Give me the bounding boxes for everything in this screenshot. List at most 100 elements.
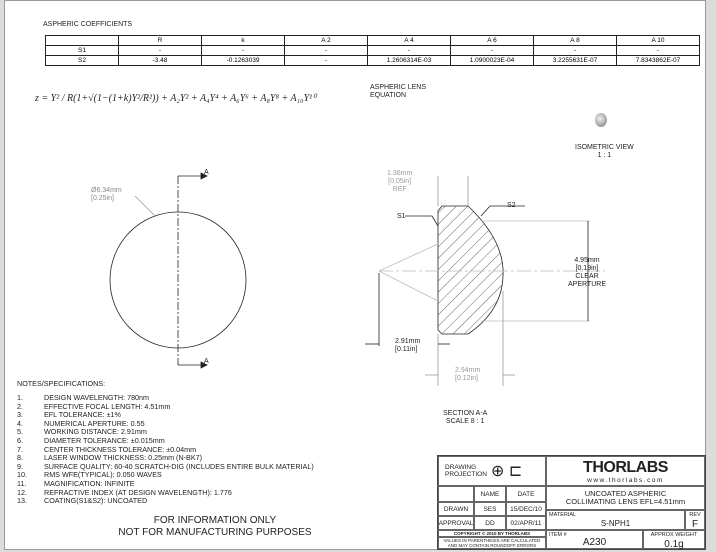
- note-item: 9. SURFACE QUALITY: 60-40 SCRATCH-DIG (IN…: [17, 461, 314, 472]
- note-item: 13.COATING(S1&S2): UNCOATED: [17, 497, 314, 506]
- cell: APPROVAL: [438, 516, 474, 530]
- drawing-projection: DRAWING PROJECTION ⊕ ⊏: [438, 456, 546, 486]
- dim: 2.91mm: [395, 338, 421, 345]
- projection-symbol-icon: ⊕ ⊏: [491, 463, 523, 480]
- surface-s2-label: S2: [507, 202, 516, 209]
- note-item: 1. DESIGN WAVELENGTH: 780nm: [17, 393, 314, 403]
- dim: REF: [392, 186, 407, 193]
- note-item: 3. EFL TOLERANCE: ±1%: [17, 411, 314, 420]
- note-number: 1.: [17, 393, 23, 402]
- note-number: 5.: [17, 427, 23, 437]
- note-text: CENTER THICKNESS TOLERANCE: ±0.04mm: [44, 444, 197, 454]
- note-text: WORKING DISTANCE: 2.91mm: [44, 427, 147, 437]
- cell: [438, 486, 474, 502]
- note-item: 4. NUMERICAL APERTURE: 0.55: [17, 418, 314, 429]
- dim-value: Ø6.34mm: [91, 187, 122, 194]
- dim: [0.11in]: [395, 346, 418, 353]
- url: www.thorlabs.com: [587, 476, 664, 484]
- table-row: S1-------: [45, 45, 700, 56]
- label: ITEM #: [549, 532, 567, 538]
- values-note: VALUES IN PARENTHESIS ARE CALCULATED AND…: [438, 537, 546, 549]
- aspheric-equation: z = Y² / R(1+√(1−(1+k)Y²/R²)) + A₂Y² + A…: [35, 93, 317, 104]
- note-text: EFFECTIVE FOCAL LENGTH: 4.51mm: [44, 401, 171, 411]
- section-marker-top: A: [204, 169, 209, 176]
- note-text: LASER WINDOW THICKNESS: 0.25mm (N-BK7): [44, 453, 203, 463]
- note-item: 12. REFRACTIVE INDEX (AT DESIGN WAVELENGT…: [17, 487, 314, 498]
- label: MATERIAL: [549, 512, 577, 518]
- label: APPROX WEIGHT: [650, 531, 698, 538]
- desc-line: COLLIMATING LENS EFL=4.51mm: [565, 497, 686, 506]
- note-text: RMS WFE(TYPICAL): 0.050 WAVES: [44, 470, 162, 480]
- item-value: A230: [582, 536, 607, 548]
- note-number: 7.: [17, 444, 23, 454]
- cell: DRAWN: [438, 502, 474, 516]
- note-text: SURFACE QUALITY: 60-40 SCRATCH-DIG (INCL…: [44, 461, 314, 471]
- disclaimer-line: FOR INFORMATION ONLY: [153, 515, 277, 526]
- note-text: REFRACTIVE INDEX (AT DESIGN WAVELENGTH):…: [44, 487, 232, 497]
- weight-value: 0.1g: [664, 538, 684, 550]
- disclaimer-line: NOT FOR MANUFACTURING PURPOSES: [118, 527, 312, 538]
- dim: [0.05in]: [388, 178, 412, 185]
- note-number: 3.: [17, 410, 23, 420]
- note-number: 2.: [17, 401, 23, 411]
- cell: NAME: [474, 486, 506, 502]
- note-item: 6.DIAMETER TOLERANCE: ±0.015mm: [17, 435, 314, 446]
- cell: DATE: [506, 486, 546, 502]
- note-item: 7. CENTER THICKNESS TOLERANCE: ±0.04mm: [17, 444, 314, 455]
- note-text: COATING(S1&S2): UNCOATED: [44, 496, 148, 506]
- cell: 02/APR/11: [506, 516, 546, 530]
- note-item: 5. WORKING DISTANCE: 2.91mm: [17, 428, 314, 437]
- label: REV: [689, 512, 701, 518]
- dim-value-in: [0.25in]: [91, 195, 114, 202]
- section-view: [365, 176, 605, 386]
- isometric-lens-image: [595, 113, 607, 127]
- front-view: [109, 172, 247, 369]
- dim: 1.36mm: [387, 170, 413, 177]
- dim: CLEAR: [575, 273, 599, 280]
- note-number: 6.: [17, 435, 23, 445]
- center-thickness-dimension: 2.94mm[0.12in]: [455, 367, 480, 383]
- note-number: 10.: [17, 470, 27, 480]
- desc-line: UNCOATED ASPHERIC: [584, 489, 667, 498]
- note-number: 11.: [17, 478, 27, 488]
- note-text: NUMERICAL APERTURE: 0.55: [44, 418, 145, 428]
- working-distance-dimension: 2.91mm[0.11in]: [395, 338, 420, 354]
- rev-value: F: [691, 519, 699, 530]
- note-number: 4.: [17, 418, 23, 428]
- label-line: 1 : 1: [597, 152, 612, 159]
- cell: SES: [474, 502, 506, 516]
- item-cell: ITEM # A230: [546, 530, 643, 549]
- note-item: 10. RMS WFE(TYPICAL): 0.050 WAVES: [17, 471, 314, 480]
- notes-specifications: NOTES/SPECIFICATIONS: 1. DESIGN WAVELENGT…: [17, 379, 314, 506]
- note-text: EFL TOLERANCE: ±1%: [44, 410, 121, 420]
- label: SECTION A-A: [443, 410, 488, 417]
- note-number: 8.: [17, 453, 23, 463]
- title-block: DRAWING PROJECTION ⊕ ⊏ NAME DATE DRAWN SE…: [437, 455, 706, 550]
- label-line: ASPHERIC LENS: [370, 84, 427, 91]
- note-text: MAGNIFICATION: INFINITE: [44, 478, 135, 488]
- cell: 7.8343862E-07: [616, 55, 700, 66]
- notes-title: NOTES/SPECIFICATIONS:: [17, 379, 106, 388]
- note-number: 12.: [17, 487, 27, 497]
- section-marker-bottom: A: [204, 358, 209, 365]
- thickness-ref-dimension: 1.36mm[0.05in]REF: [387, 170, 412, 194]
- note-number: 9.: [17, 461, 23, 471]
- note-text: DESIGN WAVELENGTH: 780nm: [44, 393, 150, 402]
- dim: 4.95mm: [574, 257, 600, 264]
- label: DRAWING PROJECTION: [445, 464, 487, 478]
- cell: 15/DEC/10: [506, 502, 546, 516]
- note-item: 11. MAGNIFICATION: INFINITE: [17, 478, 314, 489]
- cell: DD: [474, 516, 506, 530]
